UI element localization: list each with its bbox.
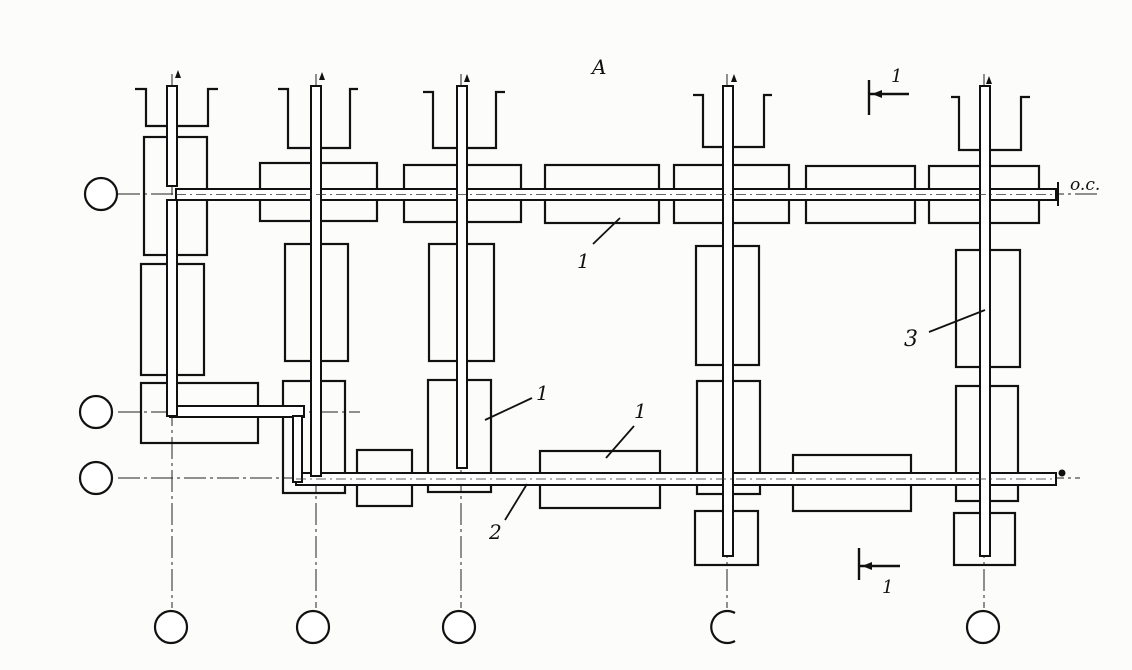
riser-arrow-col-1 xyxy=(175,70,181,78)
channel-col-3 xyxy=(456,85,468,469)
axis-bubble-col-4 xyxy=(710,609,736,645)
channel-centerlines xyxy=(176,194,1056,480)
channel-col-4 xyxy=(722,85,734,557)
riser-arrow-col-3 xyxy=(464,74,470,82)
leader-1b xyxy=(484,397,533,421)
axis-bubbles xyxy=(78,176,1001,645)
callout-label-1c: 1 xyxy=(634,399,647,423)
channel-col-1-lower xyxy=(166,199,178,417)
axis-bubble-col-2 xyxy=(295,609,331,645)
axis-bubble-row-top xyxy=(83,176,119,212)
callout-label-2: 2 xyxy=(488,520,502,544)
view-label: A xyxy=(590,55,606,79)
riser-arrows xyxy=(175,70,992,84)
section-mark-bottom-label: 1 xyxy=(882,577,893,598)
axis-label: o.c. xyxy=(1070,175,1100,195)
leader-3 xyxy=(928,309,986,333)
section-mark-bottom xyxy=(857,548,900,580)
axis-bubble-col-5 xyxy=(965,609,1001,645)
callout-label-3: 3 xyxy=(904,327,918,352)
axis-bubble-row-middle xyxy=(78,394,114,430)
channel-col-2-jog xyxy=(292,415,303,483)
end-marks xyxy=(1057,182,1066,477)
channel-col-1-upper xyxy=(166,85,178,187)
section-mark-bottom-head xyxy=(862,562,872,570)
axis-lines xyxy=(118,74,1100,608)
end-mark-bottom xyxy=(1058,469,1066,477)
callout-label-1b: 1 xyxy=(536,381,549,405)
channel-col-5 xyxy=(979,85,991,557)
axis-bubble-col-3 xyxy=(441,609,477,645)
riser-arrow-col-2 xyxy=(319,72,325,80)
riser-arrow-col-4 xyxy=(731,74,737,82)
leader-lines xyxy=(484,217,986,521)
leader-1c xyxy=(605,425,635,459)
axis-bubble-col-1 xyxy=(153,609,189,645)
section-mark-top-label: 1 xyxy=(891,66,902,87)
section-mark-top xyxy=(867,80,909,115)
section-mark-top-head xyxy=(872,90,882,98)
leader-1a xyxy=(592,217,621,245)
riser-arrow-col-5 xyxy=(986,76,992,84)
callout-label-1a: 1 xyxy=(577,249,590,273)
axis-bubble-row-bottom xyxy=(78,460,114,496)
channel-middle-branch xyxy=(169,405,305,418)
pipe-channels xyxy=(166,85,1057,557)
channel-col-2 xyxy=(310,85,322,477)
leader-2 xyxy=(504,483,528,521)
